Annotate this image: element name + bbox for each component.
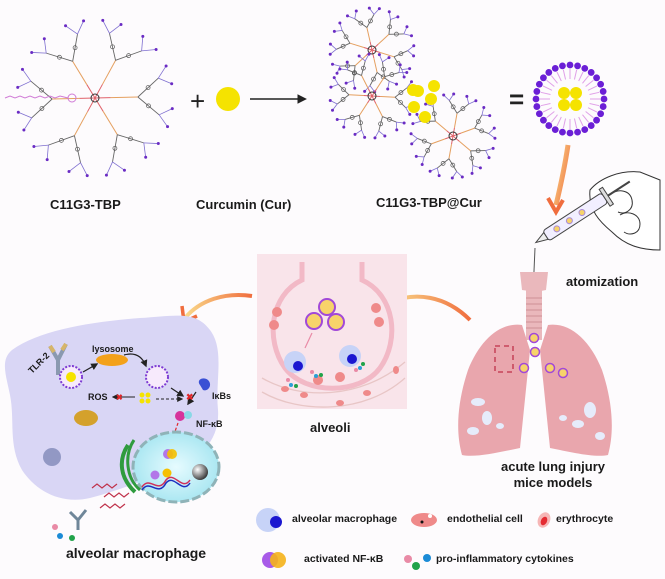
macrophage-cell-illustration: ✖ ✖ xyxy=(4,315,221,541)
legend-cytokines-icon xyxy=(404,554,431,570)
legend-activated-nfkb-icon xyxy=(262,552,286,568)
zoom-region-marker xyxy=(494,345,514,373)
legend-alveolar-macrophage-icon xyxy=(256,508,282,532)
legend-label-erythrocyte: erythrocyte xyxy=(556,513,614,525)
endosome-icon xyxy=(145,365,169,389)
alveoli-label: alveoli xyxy=(310,420,351,435)
flow-arrow-to-atomizer xyxy=(553,144,571,206)
dendrimer-complex-c11g3-tbp-cur xyxy=(328,6,497,180)
nucleus-icon xyxy=(119,430,221,504)
svg-text:✖: ✖ xyxy=(116,393,123,402)
ikbs-protein-icon xyxy=(198,378,211,391)
dendrimer-label: C11G3-TBP xyxy=(50,197,121,212)
curcumin-label: Curcumin (Cur) xyxy=(196,197,292,212)
nfkb-complex-icon xyxy=(175,411,192,421)
nanoparticle-icon xyxy=(59,365,83,389)
legend-endothelial-cell-icon xyxy=(411,513,437,527)
curcumin-molecule-icon xyxy=(216,87,240,111)
legend-label-endothelial-cell: endothelial cell xyxy=(447,513,523,525)
ros-label: ROS xyxy=(88,392,108,402)
legend-label-cytokines: pro-inflammatory cytokines xyxy=(436,553,574,565)
atomizer-syringe-icon xyxy=(530,171,661,341)
legend-label-activated-nfkb: activated NF-κB xyxy=(304,553,384,565)
flow-arrowhead xyxy=(546,197,565,216)
alveoli-panel xyxy=(257,254,407,409)
legend-erythrocyte-icon xyxy=(537,512,551,528)
tlr2-receptor-icon xyxy=(48,342,68,375)
secreted-cytokine-receptor-icon xyxy=(68,509,88,530)
curcumin-cluster-icon xyxy=(139,392,151,404)
ikbs-label: IκBs xyxy=(212,391,232,401)
lung-model-label-line2: mice models xyxy=(513,475,593,490)
golgi-icon xyxy=(43,448,61,466)
lung-model-label-line1: acute lung injury xyxy=(500,459,605,474)
complex-label: C11G3-TBP@Cur xyxy=(376,195,482,210)
alveolar-macrophage-cell xyxy=(284,345,361,373)
mitochondrion-icon xyxy=(74,410,98,426)
lungs-illustration xyxy=(458,272,612,456)
plus-sign: + xyxy=(190,86,205,116)
svg-text:✖: ✖ xyxy=(186,392,194,402)
nucleolus-icon xyxy=(192,464,208,480)
equals-sign: = xyxy=(509,84,524,114)
micelle-icon xyxy=(532,61,608,137)
mrna-strands-icon xyxy=(91,483,130,509)
atomization-label: atomization xyxy=(566,274,639,289)
nfkb-label: NF-κB xyxy=(196,419,223,429)
legend xyxy=(256,508,551,570)
flow-arrow-to-macrophage xyxy=(183,293,253,320)
lysosome-label: lysosome xyxy=(92,344,134,354)
legend-label-alveolar-macrophage: alveolar macrophage xyxy=(292,513,398,525)
lysosome-icon xyxy=(96,354,128,366)
macrophage-panel-label: alveolar macrophage xyxy=(66,545,207,561)
dendrimer-c11g3-tbp xyxy=(4,18,174,178)
